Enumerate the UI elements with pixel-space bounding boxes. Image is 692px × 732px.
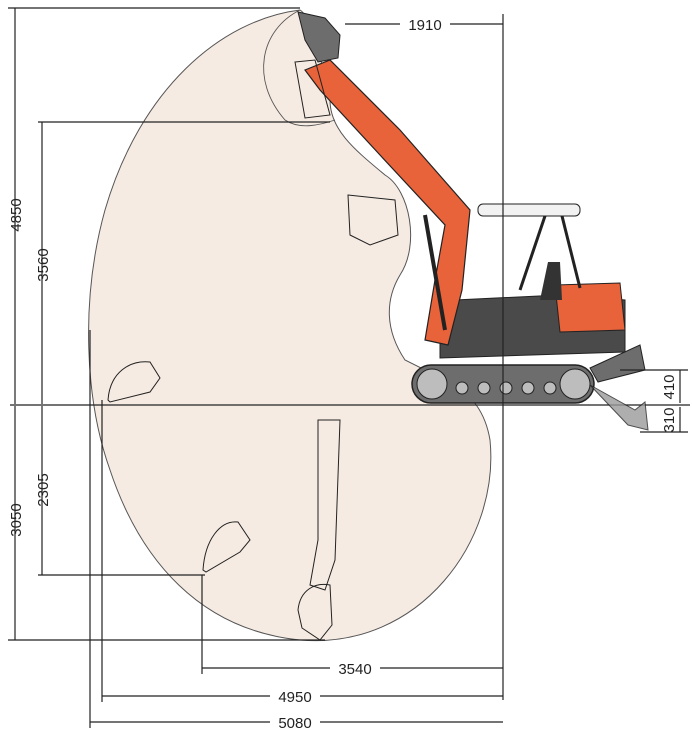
bucket-top — [297, 11, 341, 63]
dim-310: 310 — [661, 407, 678, 432]
boom — [304, 59, 471, 346]
dim-1910: 1910 — [408, 17, 441, 34]
excavator — [107, 11, 649, 641]
working-envelope — [88, 9, 492, 642]
boom-cylinder — [423, 214, 447, 331]
operator-seat — [540, 262, 562, 300]
arm-upper-ghost — [294, 59, 331, 119]
canopy-post-front — [518, 215, 547, 291]
bucket-left — [107, 361, 161, 403]
bucket-mid-ghost — [347, 194, 399, 246]
dim-3050: 3050 — [8, 503, 25, 536]
dim-4850: 4850 — [8, 198, 25, 231]
bucket-bottom — [297, 583, 333, 641]
dim-3540: 3540 — [338, 661, 371, 678]
canopy-post-rear — [560, 215, 582, 289]
dim-5080: 5080 — [278, 715, 311, 732]
canopy-roof — [477, 203, 581, 217]
bucket-swing-arc — [263, 9, 336, 127]
engine-cover — [554, 282, 626, 333]
track-rollers — [416, 368, 591, 400]
dim-4950: 4950 — [278, 689, 311, 706]
bucket-lower — [202, 521, 251, 573]
dim-3560: 3560 — [35, 248, 52, 281]
dozer-blade-lowered — [589, 384, 649, 431]
arm-lower-ghost — [309, 419, 341, 591]
dim-2305: 2305 — [35, 473, 52, 506]
dim-410: 410 — [661, 374, 678, 399]
